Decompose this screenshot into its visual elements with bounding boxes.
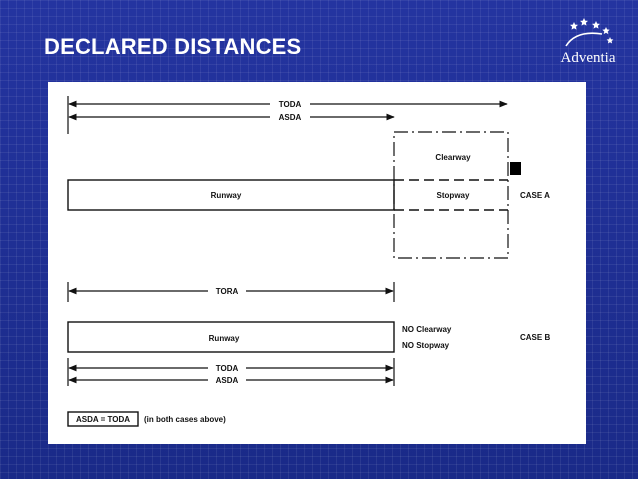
case-a-runway bbox=[67, 179, 395, 211]
clearway-label: Clearway bbox=[435, 153, 471, 162]
threshold-marker bbox=[510, 162, 521, 175]
case-a-asda-label: ASDA bbox=[279, 113, 302, 122]
case-b-label: CASE B bbox=[520, 333, 550, 342]
asda-equals-toda-text: ASDA = TODA bbox=[76, 415, 130, 424]
slide-title: DECLARED DISTANCES bbox=[44, 34, 302, 59]
case-a-toda-label: TODA bbox=[279, 100, 302, 109]
stopway-label: Stopway bbox=[437, 191, 470, 200]
logo-text: Adventia bbox=[560, 50, 616, 66]
diagram-svg: TODA ASDA Clearway Runway Stopway CASE A… bbox=[67, 96, 550, 427]
case-b-asda-label: ASDA bbox=[216, 376, 239, 385]
no-clearway-label: NO Clearway bbox=[402, 325, 452, 334]
asda-equals-toda-box bbox=[67, 411, 139, 427]
case-b-runway-label: Runway bbox=[209, 334, 240, 343]
declared-distances-diagram: TODA ASDA Clearway Runway Stopway CASE A… bbox=[48, 82, 586, 444]
no-stopway-label: NO Stopway bbox=[402, 341, 450, 350]
case-b-runway bbox=[67, 321, 395, 353]
case-a-label: CASE A bbox=[520, 191, 550, 200]
case-b-toda-label: TODA bbox=[216, 364, 239, 373]
case-b-tora-label: TORA bbox=[216, 287, 239, 296]
case-a-runway-label: Runway bbox=[211, 191, 242, 200]
star-arc-icon bbox=[565, 18, 614, 47]
adventia-logo: Adventia bbox=[552, 16, 624, 72]
note-text: (in both cases above) bbox=[144, 415, 226, 424]
